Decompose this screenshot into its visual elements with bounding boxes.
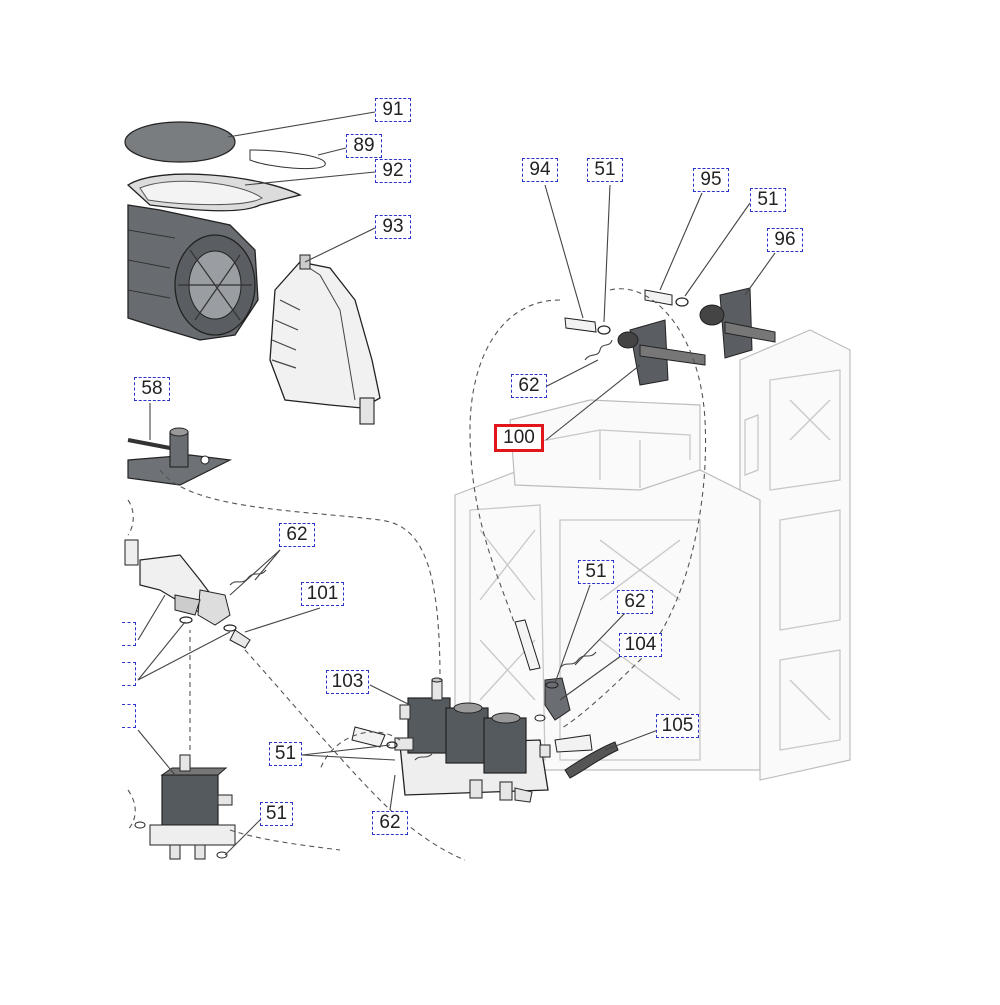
part-103-solenoid-block	[394, 677, 551, 803]
bottom-left-solenoid	[134, 754, 236, 860]
left-valve-assembly	[124, 539, 251, 649]
seal-squiggles	[229, 339, 613, 761]
part-96-valve-assembly	[564, 287, 776, 386]
main-frame	[454, 329, 851, 781]
callout-92[interactable]: 92	[375, 159, 411, 183]
callout-101[interactable]: 101	[301, 582, 344, 606]
callout-93[interactable]: 93	[375, 215, 411, 239]
callout-cropped-3	[122, 704, 136, 728]
callout-58[interactable]: 58	[134, 377, 170, 401]
callout-95[interactable]: 95	[693, 168, 729, 192]
callout-62-top[interactable]: 62	[511, 374, 547, 398]
hoses	[127, 288, 707, 861]
callout-51-bottom-left[interactable]: 51	[260, 802, 293, 826]
callout-91[interactable]: 91	[375, 98, 411, 122]
callout-51-mid[interactable]: 51	[578, 560, 614, 584]
callout-94[interactable]: 94	[522, 158, 558, 182]
callout-51-top[interactable]: 51	[587, 158, 623, 182]
callout-62-left[interactable]: 62	[279, 523, 315, 547]
callout-51-top-right[interactable]: 51	[750, 188, 786, 212]
callout-cropped-2	[122, 662, 136, 686]
callout-105[interactable]: 105	[656, 714, 699, 738]
part-58-bracket	[127, 427, 233, 486]
callout-62-mid[interactable]: 62	[617, 590, 653, 614]
callout-103[interactable]: 103	[326, 670, 369, 694]
part-93-cover	[269, 254, 381, 425]
callout-cropped-1	[122, 622, 136, 646]
connector-parts	[351, 619, 619, 779]
callout-62-bottom[interactable]: 62	[372, 811, 408, 835]
callout-96[interactable]: 96	[767, 228, 803, 252]
callout-89[interactable]: 89	[346, 134, 382, 158]
callout-100-selected[interactable]: 100	[494, 424, 544, 452]
callout-104[interactable]: 104	[619, 633, 662, 657]
callout-51-bottom[interactable]: 51	[269, 742, 302, 766]
